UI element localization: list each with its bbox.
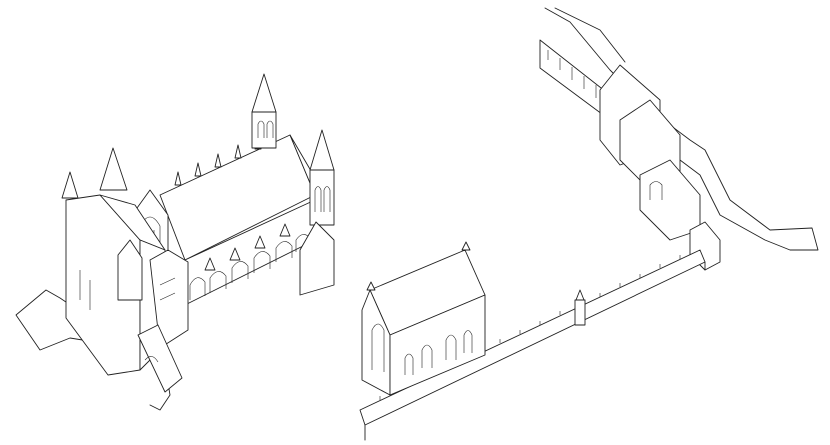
entrance-bridge	[137, 324, 183, 393]
gatehouse	[61, 147, 189, 376]
chapel	[361, 241, 486, 396]
rear-spire-tower	[251, 73, 277, 149]
crenellated-wall	[359, 249, 706, 441]
left-building-group	[15, 73, 335, 411]
gate-buildings	[599, 64, 721, 271]
corner-turret	[574, 289, 586, 326]
upper-arcade-wall	[539, 39, 611, 121]
right-spire-tower	[299, 129, 335, 296]
right-building-group	[359, 7, 819, 441]
